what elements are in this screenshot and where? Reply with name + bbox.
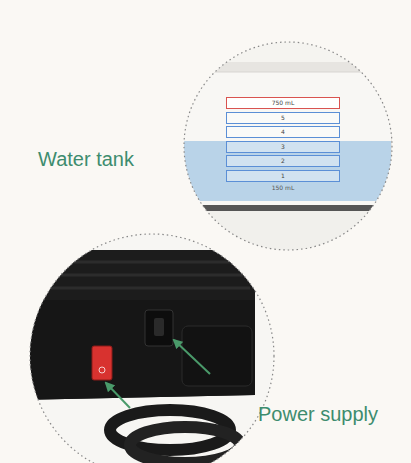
level-text: 2: [281, 158, 285, 164]
callout-label: Water tank: [38, 148, 134, 171]
callout-label: Power supply: [258, 403, 378, 426]
level-box: 4: [226, 126, 340, 138]
level-text: 5: [281, 115, 285, 121]
level-box: 1: [226, 170, 340, 182]
zoom-circle: [184, 42, 392, 250]
level-text: 1: [281, 173, 285, 179]
power-supply-view: [20, 230, 290, 463]
level-text: 750 mL: [272, 100, 295, 106]
water-tank-view: [170, 40, 410, 260]
level-text: 3: [281, 144, 285, 150]
level-box: 750 mL: [226, 97, 340, 109]
level-text: 4: [281, 129, 285, 135]
level-box: 5: [226, 112, 340, 124]
zoom-circle: [30, 234, 274, 463]
level-box: 2: [226, 155, 340, 167]
level-box: 3: [226, 141, 340, 153]
level-text: 150 mL: [272, 184, 295, 191]
